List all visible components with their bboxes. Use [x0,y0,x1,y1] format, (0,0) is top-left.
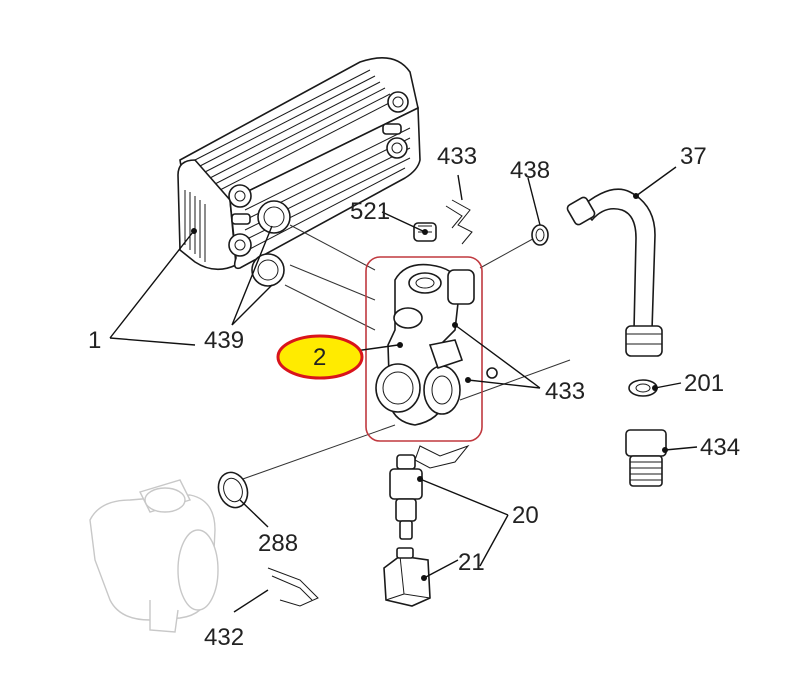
leader-lines [109,166,698,613]
label-part-288[interactable]: 288 [258,530,298,557]
seal-ring-part[interactable] [251,200,291,287]
label-part-1[interactable]: 1 [88,327,101,354]
label-part-438[interactable]: 438 [510,157,550,184]
pump-housing-ghost [89,479,219,633]
sensor-part[interactable] [389,454,423,540]
label-part-37[interactable]: 37 [680,143,707,170]
highlight-marker [276,334,364,380]
label-part-201[interactable]: 201 [684,370,724,397]
label-part-20[interactable]: 20 [512,502,539,529]
label-part-21[interactable]: 21 [458,549,485,576]
label-part-434[interactable]: 434 [700,434,740,461]
o-ring-part[interactable] [531,224,549,246]
part-labels: 1 439 2 521 433 433 438 37 201 434 20 21… [88,143,740,651]
plug-part[interactable] [413,222,437,242]
clip-lower-part[interactable] [267,567,319,607]
label-part-2[interactable]: 2 [313,344,326,371]
heat-exchanger-part[interactable] [177,56,421,271]
label-part-439[interactable]: 439 [204,327,244,354]
o-ring-large-part[interactable] [214,468,253,511]
label-part-433-side[interactable]: 433 [545,378,585,405]
label-part-432[interactable]: 432 [204,624,244,651]
assembly-guide-lines [239,224,571,481]
label-part-433-top[interactable]: 433 [437,143,477,170]
connector-part[interactable] [383,547,431,607]
fitting-part[interactable] [625,429,668,487]
pipe-part[interactable] [566,188,663,357]
highlight-ring [276,334,364,380]
washer-part[interactable] [628,379,658,397]
label-part-521[interactable]: 521 [350,198,390,225]
hydraulic-block-part[interactable] [375,263,498,426]
